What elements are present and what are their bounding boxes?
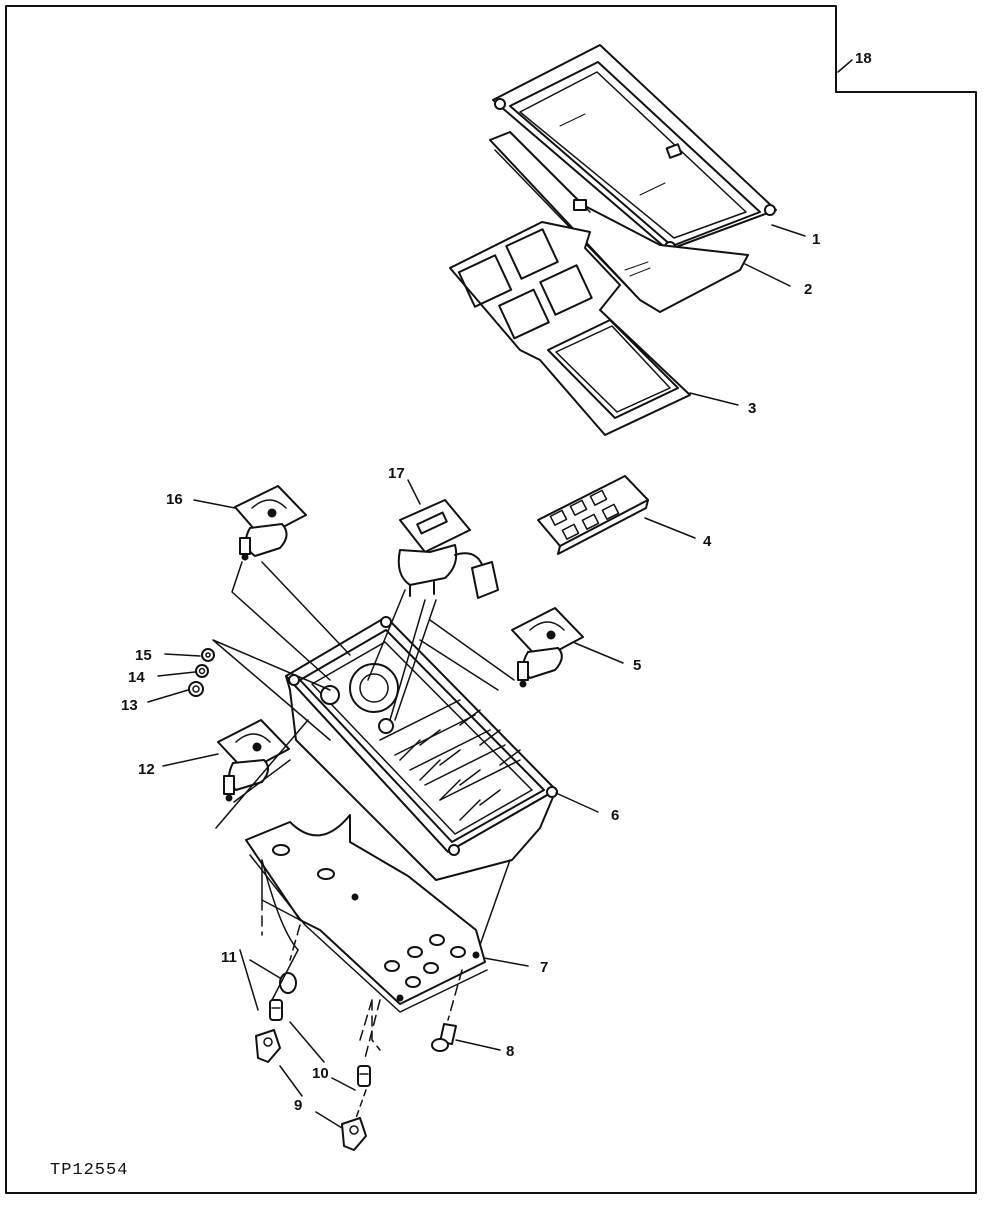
callout-1: 1 bbox=[812, 231, 820, 248]
part-17-switch bbox=[397, 499, 499, 599]
callout-8: 8 bbox=[506, 1043, 514, 1060]
callout-13: 13 bbox=[121, 697, 138, 714]
part-15-nut bbox=[201, 648, 215, 662]
callout-9: 9 bbox=[294, 1097, 302, 1114]
figure-id: TP12554 bbox=[50, 1161, 128, 1180]
part-9-socket-lower bbox=[341, 1117, 367, 1151]
callout-12: 12 bbox=[138, 761, 155, 778]
callout-4: 4 bbox=[703, 533, 712, 550]
assembly-guide-lines bbox=[212, 561, 515, 1119]
frame-border bbox=[5, 5, 977, 1194]
part-4-keypad bbox=[537, 475, 649, 555]
callout-17: 17 bbox=[388, 465, 405, 482]
callout-6: 6 bbox=[611, 807, 619, 824]
callout-10: 10 bbox=[312, 1065, 329, 1082]
part-6-housing bbox=[285, 616, 558, 881]
part-8-screw bbox=[431, 1023, 457, 1052]
part-11-bulb bbox=[279, 972, 297, 994]
part-10-bulb-upper bbox=[269, 999, 283, 1021]
part-14-washer bbox=[195, 664, 209, 678]
callout-labels: 1 2 3 4 5 6 7 8 9 10 11 12 13 14 15 16 1… bbox=[121, 50, 872, 1114]
part-2-lens bbox=[489, 131, 749, 313]
callout-16: 16 bbox=[166, 491, 183, 508]
part-1-bezel bbox=[492, 44, 777, 253]
part-3-window-plate bbox=[449, 221, 691, 436]
part-13-nut bbox=[188, 681, 204, 697]
callout-15: 15 bbox=[135, 647, 152, 664]
callout-2: 2 bbox=[804, 281, 812, 298]
callout-18: 18 bbox=[855, 50, 872, 67]
part-9-socket-upper bbox=[255, 1029, 281, 1063]
part-12-gauge bbox=[217, 719, 290, 802]
part-10-bulb-lower bbox=[357, 1065, 371, 1087]
part-7-mounting-plate bbox=[245, 814, 488, 1013]
callout-5: 5 bbox=[633, 657, 641, 674]
callout-3: 3 bbox=[748, 400, 756, 417]
part-16-gauge bbox=[234, 485, 307, 561]
part-5-gauge bbox=[511, 607, 584, 688]
callout-7: 7 bbox=[540, 959, 548, 976]
leader-lines bbox=[147, 59, 853, 1129]
callout-11: 11 bbox=[221, 949, 237, 966]
callout-14: 14 bbox=[128, 669, 145, 686]
